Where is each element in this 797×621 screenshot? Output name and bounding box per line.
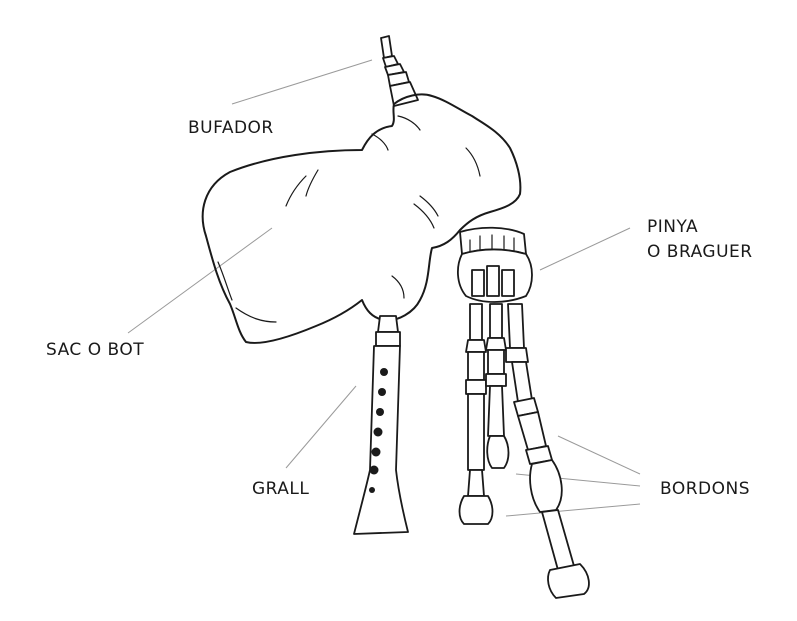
- leader-bordons-3: [505, 503, 641, 517]
- leader-pinya: [539, 227, 631, 271]
- drone-stock: [457, 226, 533, 303]
- bag: [201, 93, 522, 344]
- drone-left: [458, 303, 494, 525]
- drone-right: [505, 303, 590, 599]
- label-sac: SAC O BOT: [46, 340, 145, 360]
- label-pinya-line2: O BRAGUER: [647, 242, 753, 262]
- label-grall: GRALL: [252, 479, 310, 499]
- label-pinya-line1: PINYA: [647, 217, 699, 237]
- blowpipe: [380, 35, 419, 107]
- chanter: [353, 315, 409, 535]
- leader-bordons-1: [557, 435, 641, 475]
- leader-grall: [285, 385, 357, 469]
- leader-bufador: [231, 59, 373, 105]
- leader-sac: [127, 227, 273, 334]
- drone-middle: [485, 303, 510, 469]
- label-bufador: BUFADOR: [188, 118, 274, 138]
- label-bordons: BORDONS: [660, 479, 751, 499]
